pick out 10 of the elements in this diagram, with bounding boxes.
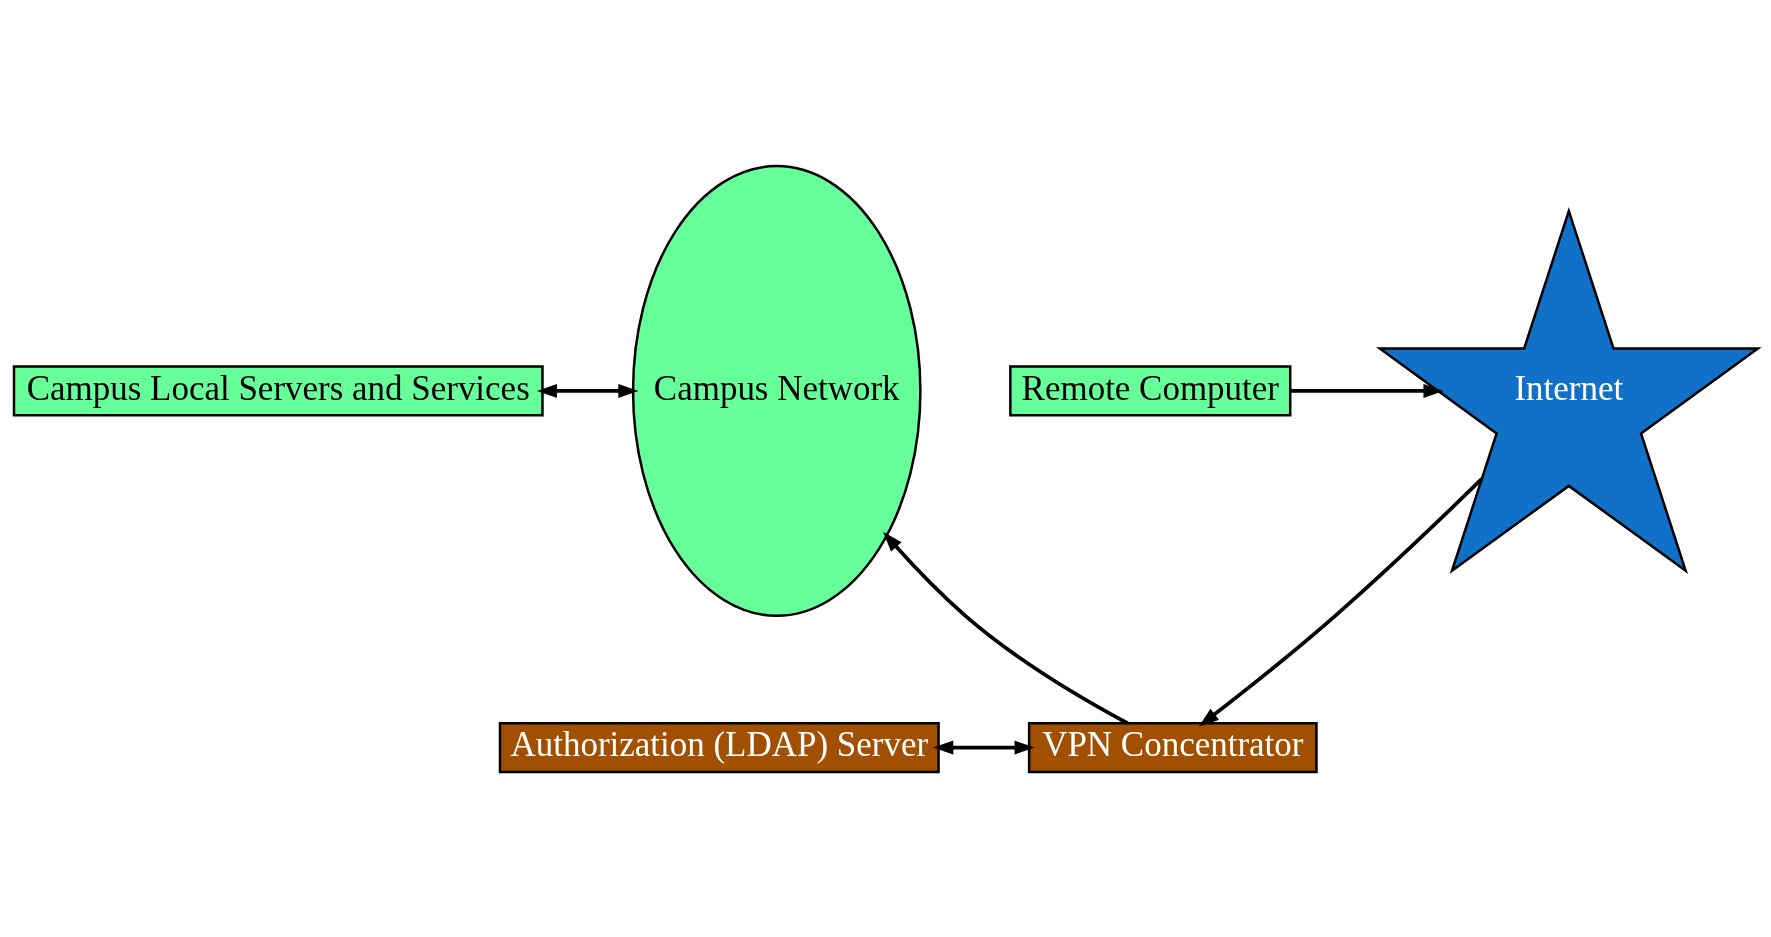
node-box: Campus Local Servers and Services xyxy=(12,364,544,417)
node-box: Authorization (LDAP) Server xyxy=(498,721,940,773)
node-ellipse: Campus Network xyxy=(631,164,922,617)
node-box: VPN Concentrator xyxy=(1027,721,1318,773)
arrow xyxy=(932,740,1035,755)
arrow xyxy=(1198,477,1483,727)
arrow xyxy=(882,531,1128,725)
node-box: Remote Computer xyxy=(1008,364,1291,417)
arrow xyxy=(1290,383,1443,398)
arrow xyxy=(536,383,638,398)
